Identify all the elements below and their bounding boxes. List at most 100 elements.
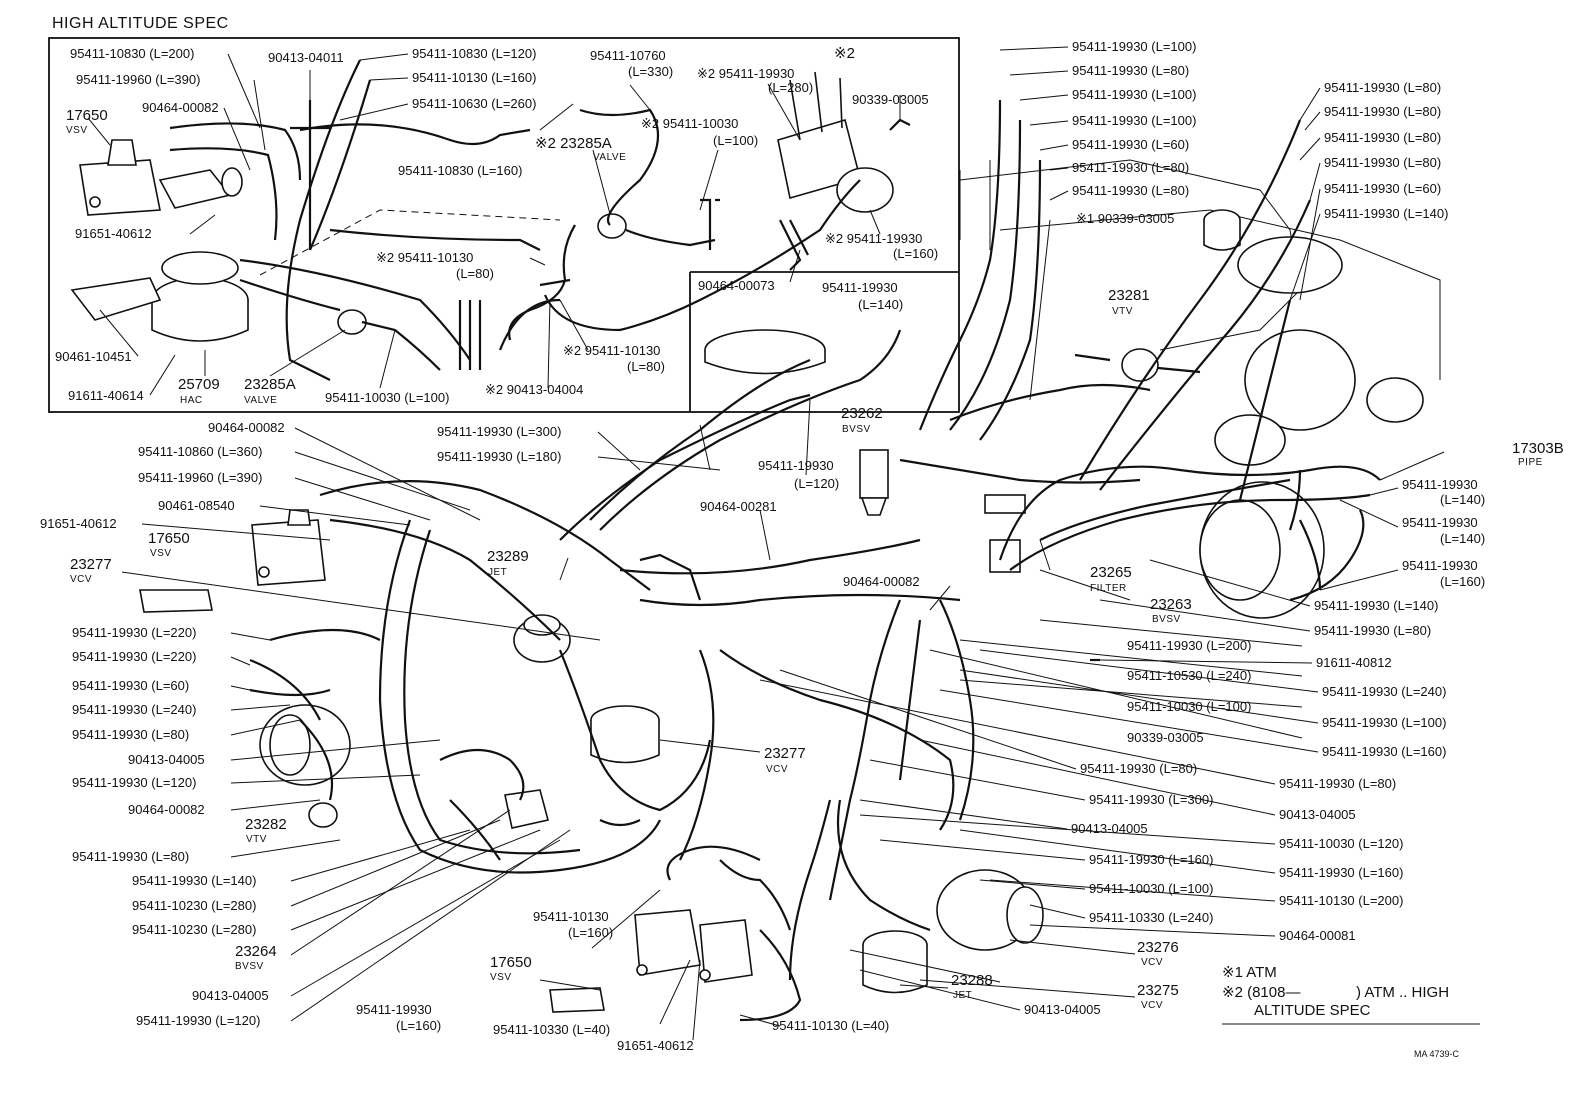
part-label: 90464-00073 <box>698 278 775 293</box>
part-label: 90413-04005 <box>192 988 269 1003</box>
part-sublabel: HAC <box>180 395 203 406</box>
part-label: 95411-19930 <box>758 458 834 473</box>
part-label: 95411-19930 (L=140) <box>1324 206 1448 221</box>
part-label: 17650 <box>490 954 532 971</box>
part-label: ※2 <box>834 45 855 62</box>
part-label: 23289 <box>487 548 529 565</box>
part-label: ※2 95411-10030 <box>641 116 738 131</box>
note-2-end: ) ATM .. HIGH <box>1356 984 1449 1001</box>
main-labels: 95411-19930 (L=100) 95411-19930 (L=80) 9… <box>40 39 1564 1053</box>
inset-labels: 95411-10830 (L=200) 95411-19960 (L=390) … <box>55 45 938 406</box>
leader-lines <box>87 46 1480 1041</box>
part-label: 17303B <box>1512 440 1564 457</box>
inset-title: HIGH ALTITUDE SPEC <box>52 15 229 32</box>
part-sublabel: BVSV <box>842 424 871 435</box>
part-label: 23262 <box>841 405 883 422</box>
part-sublabel: VCV <box>70 574 92 585</box>
part-label: 95411-19930 <box>1402 558 1478 573</box>
part-label: (L=160) <box>893 246 938 261</box>
part-sublabel: VTV <box>246 834 267 845</box>
part-label: 23265 <box>1090 564 1132 581</box>
part-sublabel: VTV <box>1112 306 1133 317</box>
part-label: 95411-10330 (L=240) <box>1089 910 1213 925</box>
part-label: 90413-04005 <box>128 752 205 767</box>
part-label: 90461-08540 <box>158 498 235 513</box>
part-label: 95411-19930 (L=180) <box>437 449 561 464</box>
part-label: (L=100) <box>713 133 758 148</box>
part-label: (L=160) <box>568 925 613 940</box>
part-label: 23276 <box>1137 939 1179 956</box>
part-sublabel: BVSV <box>235 961 264 972</box>
part-label: 95411-19930 (L=220) <box>72 649 196 664</box>
part-label: (L=140) <box>1440 531 1485 546</box>
part-label: 95411-19930 <box>356 1002 432 1017</box>
part-label: 95411-10630 (L=260) <box>412 96 536 111</box>
part-label: ※2 95411-19930 <box>825 231 922 246</box>
part-label: 95411-19930 (L=120) <box>136 1013 260 1028</box>
part-label: 95411-10130 (L=40) <box>772 1018 889 1033</box>
part-label: ※2 23285A <box>535 135 612 152</box>
part-label: 95411-19930 (L=160) <box>1322 744 1446 759</box>
part-sublabel: PIPE <box>1518 457 1543 468</box>
part-label: ※2 95411-10130 <box>563 343 660 358</box>
note-2-spec: ALTITUDE SPEC <box>1254 1002 1371 1019</box>
part-label: 91651-40612 <box>40 516 117 531</box>
part-label: (L=80) <box>627 359 665 374</box>
part-label: 95411-19930 (L=200) <box>1127 638 1251 653</box>
part-label: 95411-19930 (L=60) <box>1072 137 1189 152</box>
part-label: 95411-10130 (L=200) <box>1279 893 1403 908</box>
note-2-start: ※2 (8108— <box>1222 984 1300 1001</box>
part-label: 95411-19930 (L=80) <box>1072 183 1189 198</box>
part-label: 95411-19930 (L=220) <box>72 625 196 640</box>
note-1: ※1 ATM <box>1222 964 1277 981</box>
part-label: 95411-19930 (L=80) <box>1072 160 1189 175</box>
part-sublabel: BVSV <box>1152 614 1181 625</box>
part-label: 23281 <box>1108 287 1150 304</box>
part-sublabel: VCV <box>1141 957 1163 968</box>
part-label: ※1 90339-03005 <box>1076 211 1174 226</box>
part-label: 95411-19960 (L=390) <box>76 72 200 87</box>
part-label: 95411-19930 (L=160) <box>1089 852 1213 867</box>
part-label: (L=330) <box>628 64 673 79</box>
part-label: (L=160) <box>1440 574 1485 589</box>
part-label: 95411-19930 (L=300) <box>1089 792 1213 807</box>
part-label: 23282 <box>245 816 287 833</box>
part-label: 95411-19930 (L=80) <box>72 849 189 864</box>
part-label: 95411-19930 (L=100) <box>1322 715 1446 730</box>
part-label: 95411-10230 (L=280) <box>132 898 256 913</box>
part-label: 95411-19930 <box>1402 515 1478 530</box>
part-label: 23285A <box>244 376 296 393</box>
part-label: 90464-00082 <box>208 420 285 435</box>
inset-frame <box>48 37 960 413</box>
part-label: 23275 <box>1137 982 1179 999</box>
part-sublabel: JET <box>488 567 507 578</box>
part-label: 17650 <box>66 107 108 124</box>
part-label: 95411-19930 <box>822 280 898 295</box>
part-label: 23277 <box>764 745 806 762</box>
part-label: 95411-10130 (L=160) <box>412 70 536 85</box>
part-label: 95411-10860 (L=360) <box>138 444 262 459</box>
part-label: 90464-00081 <box>1279 928 1356 943</box>
part-label: 95411-10030 (L=100) <box>1089 881 1213 896</box>
part-label: 17650 <box>148 530 190 547</box>
part-label: 95411-10830 (L=120) <box>412 46 536 61</box>
part-label: 95411-19930 (L=80) <box>1080 761 1197 776</box>
part-label: 90464-00082 <box>128 802 205 817</box>
part-label: 95411-19930 <box>1402 477 1478 492</box>
part-sublabel: VSV <box>66 125 88 136</box>
part-label: 91651-40612 <box>617 1038 694 1053</box>
part-label: 95411-19930 (L=240) <box>72 702 196 717</box>
part-label: 95411-19930 (L=160) <box>1279 865 1403 880</box>
part-label: 95411-19930 (L=80) <box>1072 63 1189 78</box>
part-label: 95411-10760 <box>590 48 666 63</box>
part-label: (L=140) <box>1440 492 1485 507</box>
part-sublabel: VCV <box>766 764 788 775</box>
part-label: 95411-19930 (L=80) <box>1324 80 1441 95</box>
part-label: 95411-10030 (L=100) <box>1127 699 1251 714</box>
inset-drawing <box>70 59 911 381</box>
part-label: 23263 <box>1150 596 1192 613</box>
part-label: 90413-04005 <box>1024 1002 1101 1017</box>
part-label: 90413-04005 <box>1279 807 1356 822</box>
part-label: 95411-19930 (L=240) <box>1322 684 1446 699</box>
